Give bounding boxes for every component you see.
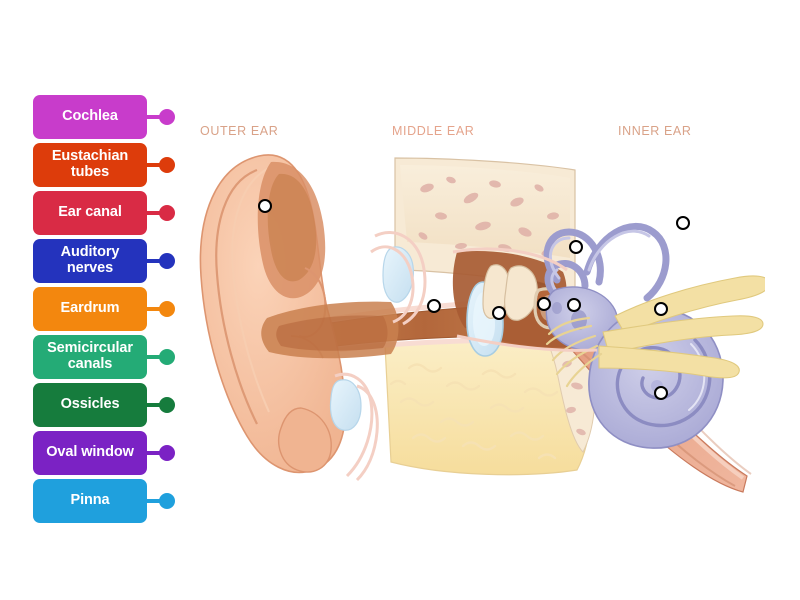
label-text: Auditory nerves xyxy=(60,244,120,276)
drop-target-pinna[interactable] xyxy=(258,199,272,213)
label-chip-oval-window[interactable]: Oval window xyxy=(33,431,147,475)
label-row: Cochlea xyxy=(33,95,183,139)
label-chip-pinna[interactable]: Pinna xyxy=(33,479,147,523)
label-knob[interactable] xyxy=(159,493,175,509)
label-stem xyxy=(145,355,167,359)
label-stem xyxy=(145,163,167,167)
label-knob[interactable] xyxy=(159,349,175,365)
drop-target-eustachian-tubes[interactable] xyxy=(654,386,668,400)
label-knob[interactable] xyxy=(159,301,175,317)
label-stem xyxy=(145,115,167,119)
label-chip-cochlea[interactable]: Cochlea xyxy=(33,95,147,139)
label-stem xyxy=(145,307,167,311)
label-row: Eustachian tubes xyxy=(33,143,183,187)
label-knob[interactable] xyxy=(159,445,175,461)
section-header-outer-ear: OUTER EAR xyxy=(200,124,279,138)
label-knob[interactable] xyxy=(159,397,175,413)
label-text: Eardrum xyxy=(60,300,120,317)
label-knob[interactable] xyxy=(159,205,175,221)
label-row: Pinna xyxy=(33,479,183,523)
label-stem xyxy=(145,403,167,407)
label-text: Ossicles xyxy=(60,396,120,413)
label-text: Cochlea xyxy=(62,108,118,125)
label-stem xyxy=(145,259,167,263)
label-knob[interactable] xyxy=(159,109,175,125)
ear-anatomy-diagram xyxy=(195,140,765,510)
label-chip-ear-canal[interactable]: Ear canal xyxy=(33,191,147,235)
label-text: Eustachian tubes xyxy=(51,148,129,180)
drop-target-auditory-nerves[interactable] xyxy=(676,216,690,230)
label-row: Auditory nerves xyxy=(33,239,183,283)
label-chip-eardrum[interactable]: Eardrum xyxy=(33,287,147,331)
drop-target-ossicles[interactable] xyxy=(537,297,551,311)
label-stem xyxy=(145,211,167,215)
label-chip-eustachian-tubes[interactable]: Eustachian tubes xyxy=(33,143,147,187)
section-header-middle-ear: MIDDLE EAR xyxy=(392,124,475,138)
section-header-inner-ear: INNER EAR xyxy=(618,124,692,138)
label-text: Semicircular canals xyxy=(47,340,133,372)
label-text: Oval window xyxy=(46,444,134,461)
draggable-label-list: Cochlea Eustachian tubes Ear canal Audit… xyxy=(33,95,183,527)
label-stem xyxy=(145,499,167,503)
label-row: Ear canal xyxy=(33,191,183,235)
label-chip-semicircular-canals[interactable]: Semicircular canals xyxy=(33,335,147,379)
drop-target-oval-window[interactable] xyxy=(567,298,581,312)
drop-target-ear-canal[interactable] xyxy=(427,299,441,313)
drop-target-eardrum[interactable] xyxy=(492,306,506,320)
label-knob[interactable] xyxy=(159,253,175,269)
label-row: Oval window xyxy=(33,431,183,475)
label-row: Ossicles xyxy=(33,383,183,427)
label-text: Pinna xyxy=(70,492,110,509)
label-chip-ossicles[interactable]: Ossicles xyxy=(33,383,147,427)
drop-target-semicircular-canals[interactable] xyxy=(569,240,583,254)
label-knob[interactable] xyxy=(159,157,175,173)
label-row: Semicircular canals xyxy=(33,335,183,379)
drop-target-cochlea[interactable] xyxy=(654,302,668,316)
label-text: Ear canal xyxy=(58,204,122,221)
label-row: Eardrum xyxy=(33,287,183,331)
label-chip-auditory-nerves[interactable]: Auditory nerves xyxy=(33,239,147,283)
label-stem xyxy=(145,451,167,455)
